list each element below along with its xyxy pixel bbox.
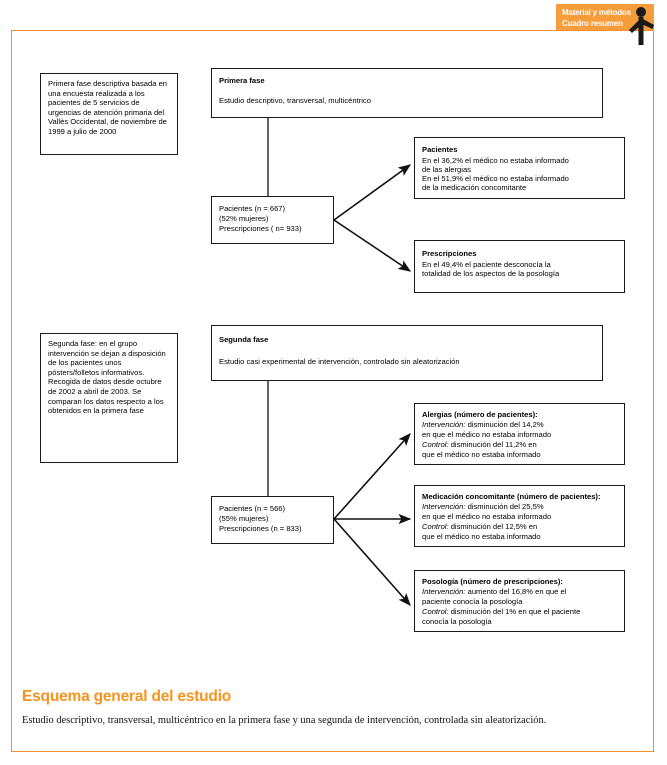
phase2-outcome-2-interv-text: aumento del 16,8% en que el [465,587,567,596]
phase2-outcome-1-control-text: disminución del 12,5% en [448,522,538,531]
phase1-node-line-3: Prescripciones ( n= 933) [219,224,302,233]
phase2-outcome-0-intervencion: Intervención: disminución del 14,2% [422,420,619,430]
phase2-side-note-box: Segunda fase: en el grupo intervención s… [40,333,178,463]
phase1-outcome-0-line-2: En el 51,9% el médico no estaba informad… [422,174,569,183]
phase2-outcome-1-intervencion: Intervención: disminución del 25,5% [422,502,619,512]
caption-subtitle: Estudio descriptivo, transversal, multic… [22,715,547,726]
phase2-header-title: Segunda fase [219,335,269,344]
caption-title: Esquema general del estudio [22,688,232,705]
phase2-node-box: Pacientes (n = 566) (55% mujeres) Prescr… [211,496,334,544]
phase2-outcome-1-interv-text: disminución del 25,5% [465,502,544,511]
phase2-outcome-2-intervencion: Intervención: aumento del 16,8% en que e… [422,587,619,597]
phase2-outcome-alergias-box: Alergias (número de pacientes): Interven… [414,403,625,465]
phase2-side-note-text: Segunda fase: en el grupo intervención s… [48,339,166,416]
phase1-outcome-0-title: Pacientes [422,145,458,154]
phase2-node-line-2: (55% mujeres) [219,514,269,523]
phase1-outcome-prescripciones-box: Prescripciones En el 49,4% el paciente d… [414,240,625,293]
phase2-outcome-1-control-label: Control: [422,522,449,531]
phase2-outcome-1-control-cont: que el médico no estaba informado [422,532,541,541]
phase1-outcome-0-line-0: En el 36,2% el médico no estaba informad… [422,156,569,165]
phase1-side-note-box: Primera fase descriptiva basada en una e… [40,73,178,155]
phase2-outcome-0-control-label: Control: [422,440,449,449]
phase1-header-title: Primera fase [219,76,265,85]
phase1-node-line-2: (52% mujeres) [219,214,269,223]
phase2-outcome-1-title: Medicación concomitante (número de pacie… [422,492,601,501]
phase2-outcome-0-control-text: disminución del 11,2% en [448,440,537,449]
phase2-header-subtitle: Estudio casi experimental de intervenció… [219,357,460,366]
phase2-outcome-1-control: Control: disminución del 12,5% en [422,522,619,532]
phase2-outcome-1-interv-label: Intervención: [422,502,466,511]
phase2-header-box: Segunda fase Estudio casi experimental d… [211,325,603,381]
page-frame [11,30,654,752]
phase2-outcome-2-control-text: disminución del 1% en que el paciente [448,607,581,616]
phase2-outcome-0-interv-label: Intervención: [422,420,466,429]
presenter-person-icon [629,7,654,45]
phase2-outcome-2-interv-label: Intervención: [422,587,466,596]
phase2-outcome-0-control: Control: disminución del 11,2% en [422,440,619,450]
badge-line-1: Material y métodos [562,8,631,17]
phase2-outcome-2-interv-cont: paciente conocía la posología [422,597,523,606]
phase1-node-box: Pacientes (n = 667) (52% mujeres) Prescr… [211,196,334,244]
caption: Esquema general del estudio Estudio desc… [22,688,632,726]
phase2-outcome-0-interv-cont: en que el médico no estaba informado [422,430,552,439]
phase2-outcome-medicacion-box: Medicación concomitante (número de pacie… [414,485,625,547]
phase2-outcome-2-control: Control: disminución del 1% en que el pa… [422,607,619,617]
phase1-outcome-1-title: Prescripciones [422,249,477,258]
phase1-outcome-1-line-0: En el 49,4% el paciente desconocía la [422,260,551,269]
phase1-header-box: Primera fase Estudio descriptivo, transv… [211,68,603,118]
phase2-outcome-2-control-label: Control: [422,607,449,616]
phase2-outcome-0-title: Alergias (número de pacientes): [422,410,538,419]
phase1-outcome-0-line-1: de las alergias [422,165,471,174]
phase2-node-line-3: Prescripciones (n = 833) [219,524,302,533]
phase2-outcome-1-interv-cont: en que el médico no estaba informado [422,512,552,521]
phase1-header-subtitle: Estudio descriptivo, transversal, multic… [219,96,371,105]
phase1-side-note-text: Primera fase descriptiva basada en una e… [48,79,168,136]
phase1-outcome-1-line-1: totalidad de los aspectos de la posologí… [422,269,560,278]
phase2-outcome-posologia-box: Posología (número de prescripciones): In… [414,570,625,632]
phase2-outcome-0-control-cont: que el médico no estaba informado [422,450,541,459]
phase1-outcome-0-line-3: de la medicación concomitante [422,183,527,192]
phase2-outcome-0-interv-text: disminución del 14,2% [465,420,544,429]
phase1-node-line-1: Pacientes (n = 667) [219,204,286,213]
phase2-outcome-2-control-cont: conocía la posología [422,617,492,626]
phase2-node-line-1: Pacientes (n = 566) [219,504,286,513]
phase1-outcome-pacientes-box: Pacientes En el 36,2% el médico no estab… [414,137,625,199]
phase2-outcome-2-title: Posología (número de prescripciones): [422,577,563,586]
badge-line-2: Cuadro resumen [562,19,623,28]
